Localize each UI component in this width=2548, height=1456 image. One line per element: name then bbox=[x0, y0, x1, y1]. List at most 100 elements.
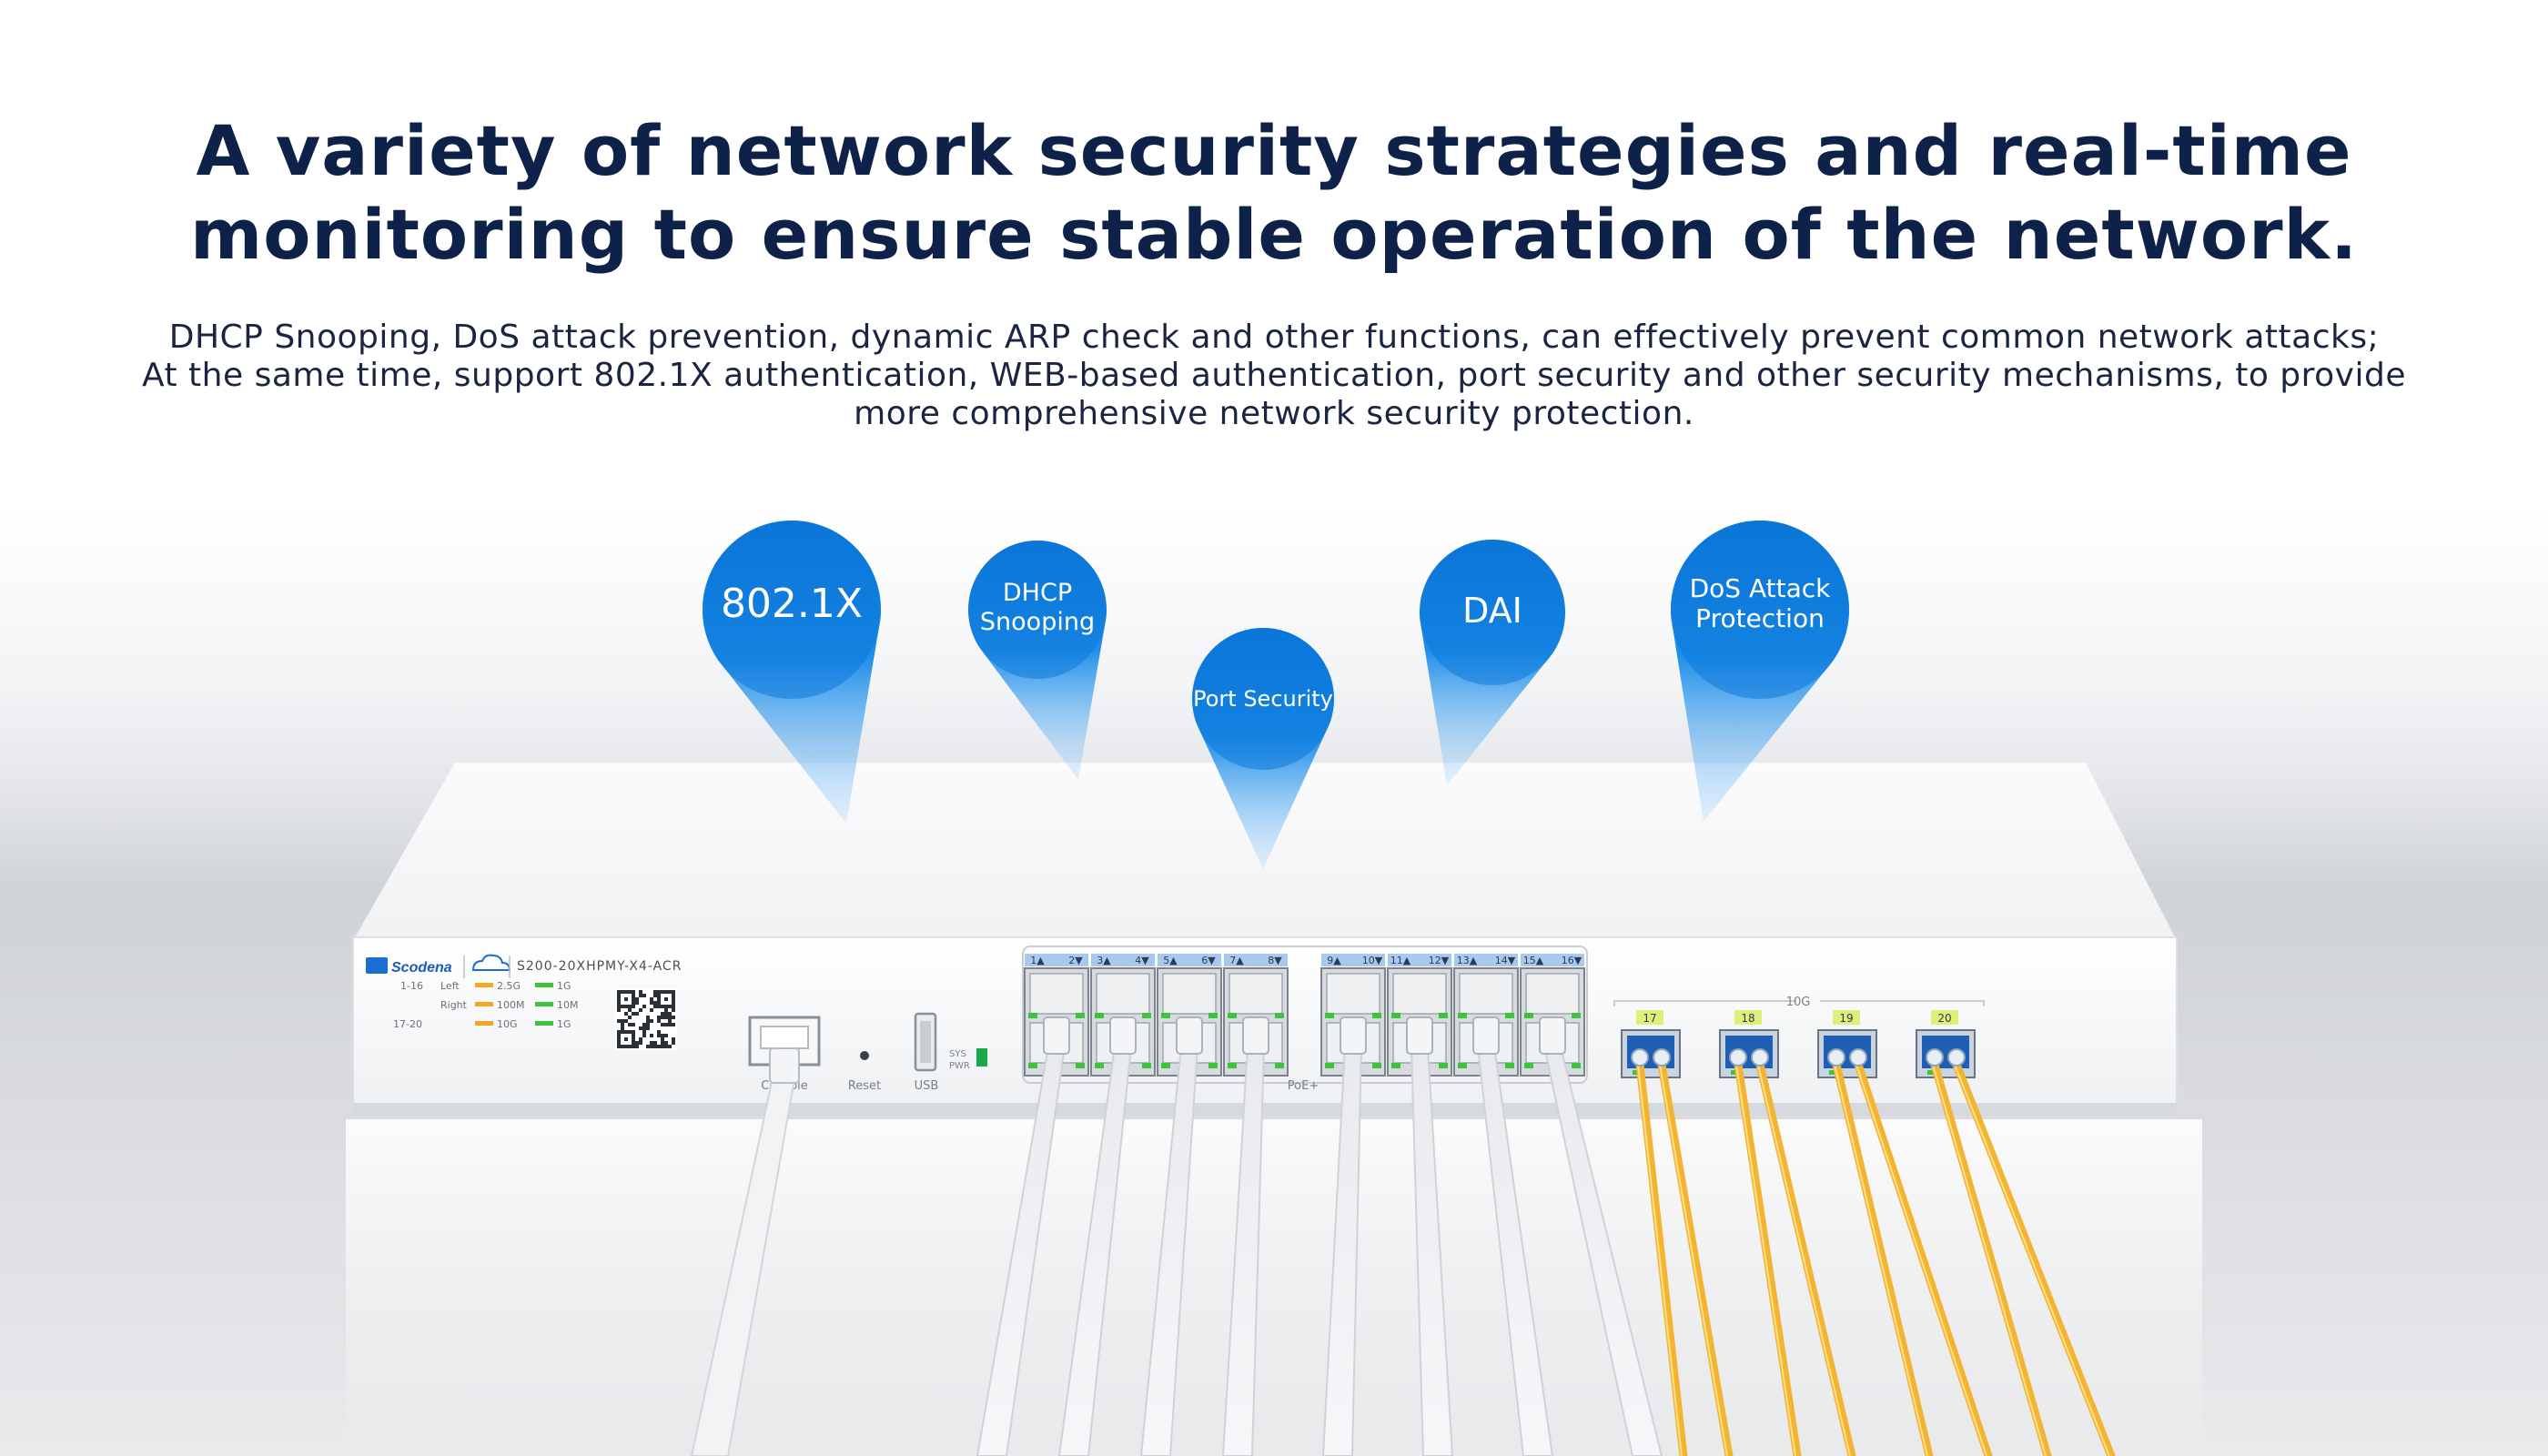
port-led bbox=[1095, 1063, 1104, 1068]
port-led bbox=[1208, 1013, 1218, 1018]
port-led bbox=[1372, 1063, 1381, 1068]
ethernet-plug bbox=[1406, 1016, 1433, 1055]
port-led bbox=[1505, 1013, 1514, 1018]
port-number-label: 4▼ bbox=[1135, 955, 1149, 966]
led-legend: 1-16 Left 2.5G 1G Right 100M 10M 17-20 1… bbox=[393, 980, 579, 1030]
legend-right: Right bbox=[440, 999, 468, 1011]
port-led bbox=[1228, 1013, 1237, 1018]
sfp-number-label: 20 bbox=[1937, 1012, 1951, 1025]
legend-10g: 10G bbox=[497, 1018, 518, 1030]
legend-1g: 1G bbox=[557, 980, 571, 992]
sfp-group-label: 10G bbox=[1786, 996, 1811, 1009]
port-led bbox=[1458, 1013, 1467, 1018]
description-line-1: DHCP Snooping, DoS attack prevention, dy… bbox=[168, 318, 2380, 356]
port-led bbox=[1325, 1063, 1334, 1068]
port-led bbox=[1142, 1013, 1151, 1018]
sfp-number-badge bbox=[1833, 1010, 1860, 1025]
fiber-cable bbox=[1854, 1060, 1993, 1456]
port-led bbox=[1524, 1063, 1533, 1068]
port-led bbox=[1028, 1063, 1037, 1068]
ethernet-plug bbox=[1176, 1016, 1203, 1055]
sfp-led bbox=[1829, 1070, 1836, 1075]
ethernet-plug bbox=[1539, 1016, 1566, 1055]
legend-10m: 10M bbox=[557, 999, 579, 1011]
port-led bbox=[1076, 1013, 1085, 1018]
port-number-label: 11▲ bbox=[1390, 955, 1411, 966]
fiber-connector bbox=[1926, 1048, 1944, 1067]
reset-button[interactable] bbox=[860, 1051, 869, 1060]
feature-dhcp-snooping: DHCP Snooping bbox=[979, 579, 1096, 636]
port-led bbox=[1439, 1013, 1448, 1018]
usb-port[interactable] bbox=[914, 1012, 937, 1072]
port-led bbox=[1572, 1013, 1581, 1018]
legend-100m: 100M bbox=[497, 999, 525, 1011]
port-number-label: 15▲ bbox=[1523, 955, 1544, 966]
port-led bbox=[1572, 1063, 1581, 1068]
fiber-cable bbox=[1930, 1060, 2052, 1456]
legend-2-5g: 2.5G bbox=[497, 980, 521, 992]
legend-ports-17-20: 17-20 bbox=[393, 1018, 422, 1030]
port-led bbox=[1095, 1013, 1104, 1018]
port-number-label: 1▲ bbox=[1030, 955, 1045, 966]
page-heading: A variety of network security strategies… bbox=[0, 109, 2548, 277]
ethernet-plug bbox=[1340, 1016, 1367, 1055]
ethernet-plug bbox=[1242, 1016, 1269, 1055]
logo-mark-icon bbox=[366, 957, 388, 974]
legend-ports-1-16: 1-16 bbox=[400, 980, 423, 992]
sfp-group-bracket bbox=[1613, 1000, 1985, 1006]
ethernet-plug bbox=[1472, 1016, 1500, 1055]
sfp-number-label: 17 bbox=[1643, 1012, 1656, 1025]
floor-reflection bbox=[346, 1119, 2202, 1456]
port-number-label: 5▲ bbox=[1163, 955, 1178, 966]
qr-code-icon bbox=[615, 988, 677, 1050]
port-number-label: 6▼ bbox=[1201, 955, 1216, 966]
cloud-icon bbox=[471, 954, 511, 971]
fiber-cable bbox=[1832, 1060, 1934, 1456]
sfp-number-label: 18 bbox=[1741, 1012, 1754, 1025]
feature-pins bbox=[702, 520, 1849, 869]
port-led bbox=[1505, 1063, 1514, 1068]
fiber-cable bbox=[1734, 1060, 1802, 1456]
heading-line-2: monitoring to ensure stable operation of… bbox=[190, 194, 2358, 275]
port-led bbox=[1076, 1063, 1085, 1068]
feature-dos-protection: DoS Attack Protection bbox=[1689, 573, 1831, 633]
feature-port-security: Port Security bbox=[1193, 686, 1333, 712]
sfp-number-badge bbox=[1931, 1010, 1958, 1025]
fiber-cable bbox=[1952, 1060, 2116, 1456]
fiber-connector bbox=[1653, 1048, 1671, 1067]
port-led bbox=[1439, 1063, 1448, 1068]
pwr-label: PWR bbox=[949, 1061, 970, 1071]
legend-led-orange bbox=[475, 983, 493, 987]
port-number-label: 12▼ bbox=[1429, 955, 1450, 966]
sfp-number-badge bbox=[1636, 1010, 1663, 1025]
model-name: S200-20XHPMY-X4-ACR bbox=[517, 959, 682, 974]
legend-led-green bbox=[535, 983, 553, 987]
console-plug bbox=[769, 1047, 800, 1084]
legend-1g-b: 1G bbox=[557, 1018, 571, 1030]
port-led bbox=[1028, 1013, 1037, 1018]
port-led bbox=[1524, 1013, 1533, 1018]
fiber-connector bbox=[1947, 1048, 1966, 1067]
sys-label: SYS bbox=[949, 1049, 966, 1059]
usb-label: USB bbox=[915, 1079, 939, 1093]
port-number-label: 10▼ bbox=[1362, 955, 1383, 966]
cables bbox=[690, 1016, 2116, 1456]
status-led bbox=[976, 1048, 987, 1067]
switch-bottom-edge bbox=[353, 1103, 2177, 1116]
port-led bbox=[1208, 1063, 1218, 1068]
port-number-label: 8▼ bbox=[1268, 955, 1282, 966]
port-led bbox=[1458, 1063, 1467, 1068]
sfp-led bbox=[1633, 1070, 1640, 1075]
feature-dot1x: 802.1X bbox=[720, 581, 864, 627]
legend-left: Left bbox=[440, 980, 460, 992]
feature-dai: DAI bbox=[1462, 591, 1522, 631]
fiber-cable bbox=[1657, 1060, 1734, 1456]
description: DHCP Snooping, DoS attack prevention, dy… bbox=[91, 318, 2457, 433]
port-led bbox=[1161, 1063, 1170, 1068]
port-number-label: 13▲ bbox=[1457, 955, 1478, 966]
port-led bbox=[1372, 1013, 1381, 1018]
fiber-connector bbox=[1751, 1048, 1769, 1067]
description-line-2: At the same time, support 802.1X authent… bbox=[142, 357, 2406, 394]
port-led bbox=[1391, 1013, 1400, 1018]
